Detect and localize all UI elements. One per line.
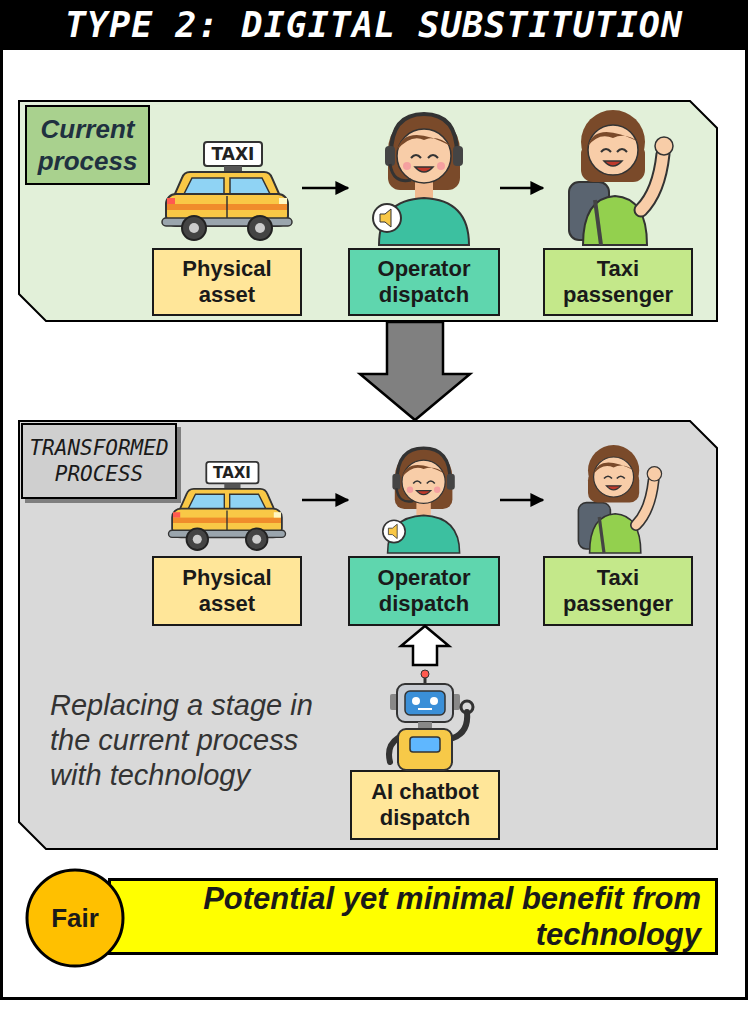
title-bar — [0, 0, 748, 50]
rating-shape — [27, 870, 123, 966]
step-label-box: Operator dispatch — [348, 556, 500, 626]
step-label: Physical asset — [160, 256, 294, 309]
chatbot-step: AI chatbot dispatch — [350, 665, 500, 840]
diagram-title: TYPE 2: DIGITAL SUBSTITUTION — [0, 0, 748, 50]
flow-arrow — [500, 187, 543, 190]
step-label-box: Taxi passenger — [543, 556, 693, 626]
process-panel: TRANSFORMED PROCESS Replacing a stage in … — [18, 420, 718, 850]
step-label: Taxi passenger — [551, 256, 685, 309]
sign-text: TAXI — [206, 462, 258, 484]
step-label: AI chatbot dispatch — [358, 779, 492, 832]
panel-tag: Current process — [25, 105, 150, 185]
taxi-illustration — [162, 142, 292, 240]
passenger-step: Taxi passenger — [543, 450, 693, 626]
passenger-illustration — [578, 445, 661, 553]
flow-arrow — [302, 187, 348, 190]
step-label-box: Physical asset — [152, 556, 302, 626]
operator-illustration — [373, 114, 469, 245]
block-arrow — [401, 626, 449, 665]
dispatch-step: Operator dispatch — [348, 138, 500, 316]
verdict-text: Potential yet minimal benefit from techn… — [161, 881, 701, 952]
rating-circle: Fair — [25, 868, 125, 968]
step-label: Operator dispatch — [356, 256, 492, 309]
passenger-illustration — [569, 110, 673, 245]
panel-shape — [19, 101, 717, 321]
panel-heading: Current process — [31, 113, 144, 178]
rating-content: Fair — [25, 868, 125, 968]
dispatch-step: Operator dispatch — [348, 450, 500, 626]
step-label-box: Taxi passenger — [543, 248, 693, 316]
panel-shape — [19, 421, 717, 849]
verdict-bar: Potential yet minimal benefit from techn… — [108, 878, 718, 955]
panel-tag: TRANSFORMED PROCESS — [21, 423, 177, 499]
step-label-box: Physical asset — [152, 248, 302, 316]
passenger-step: Taxi passenger — [543, 138, 693, 316]
asset-step: Physical asset — [152, 138, 302, 316]
outer-frame — [2, 2, 747, 999]
flow-arrow — [500, 499, 543, 502]
step-label-box: Operator dispatch — [348, 248, 500, 316]
taxi-illustration — [169, 462, 286, 550]
panel-note: Replacing a stage in the current process… — [50, 688, 345, 792]
step-label-box: AI chatbot dispatch — [350, 770, 500, 840]
panel-heading: TRANSFORMED PROCESS — [27, 435, 171, 488]
process-panel: Current processPhysical asset Operator di… — [18, 100, 718, 322]
step-label: Taxi passenger — [551, 565, 685, 618]
operator-illustration — [383, 448, 460, 553]
step-label: Operator dispatch — [356, 565, 492, 618]
step-label: Physical asset — [160, 565, 294, 618]
rating-text: Fair — [51, 903, 99, 934]
block-arrow — [360, 322, 470, 420]
sign-text: TAXI — [204, 142, 262, 166]
robot-illustration — [389, 670, 473, 770]
flow-arrow — [302, 499, 348, 502]
